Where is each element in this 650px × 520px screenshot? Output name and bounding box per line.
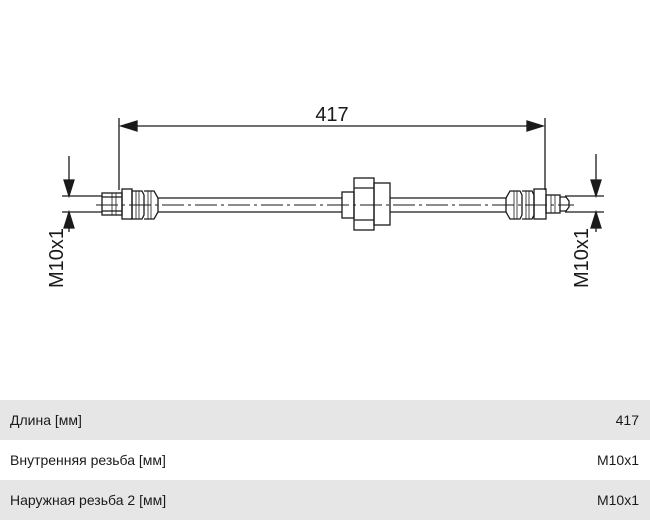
spec-label: Внутренняя резьба [мм]	[10, 452, 166, 468]
spec-label: Наружная резьба 2 [мм]	[10, 492, 167, 508]
left-fitting-crimp	[131, 190, 145, 220]
right-fitting-crimp	[505, 190, 523, 220]
spec-table: Длина [мм] 417 Внутренняя резьба [мм] M1…	[0, 400, 650, 520]
spec-row-outer-thread: Наружная резьба 2 [мм] M10x1	[0, 480, 650, 520]
spec-row-inner-thread: Внутренняя резьба [мм] M10x1	[0, 440, 650, 480]
spec-value: 417	[615, 412, 639, 428]
center-bracket-right-collar	[373, 182, 391, 226]
right-thread-arrow-top	[590, 179, 602, 199]
left-thread-arrow-bottom	[63, 209, 75, 229]
right-thread-arrow-bottom	[590, 209, 602, 229]
right-thread-label: M10x1	[571, 228, 593, 288]
length-arrow-right	[526, 120, 546, 132]
right-fitting-thread	[545, 194, 561, 214]
center-bracket-plate	[353, 177, 375, 231]
spec-label: Длина [мм]	[10, 412, 82, 428]
right-fitting-tip	[560, 196, 570, 212]
right-fitting-hex	[533, 188, 547, 220]
spec-value: M10x1	[596, 492, 639, 508]
left-fitting-hex	[121, 188, 133, 220]
length-arrow-left	[118, 120, 138, 132]
spec-value: M10x1	[596, 452, 639, 468]
hose-drawing: 417 M10x1 M10x1	[46, 104, 604, 288]
left-thread-arrow-top	[63, 179, 75, 199]
hose-technical-drawing: 417 M10x1 M10x1	[46, 104, 604, 288]
left-thread-label: M10x1	[46, 228, 68, 288]
spec-row-length: Длина [мм] 417	[0, 400, 650, 440]
length-dimension-label: 417	[315, 104, 348, 126]
